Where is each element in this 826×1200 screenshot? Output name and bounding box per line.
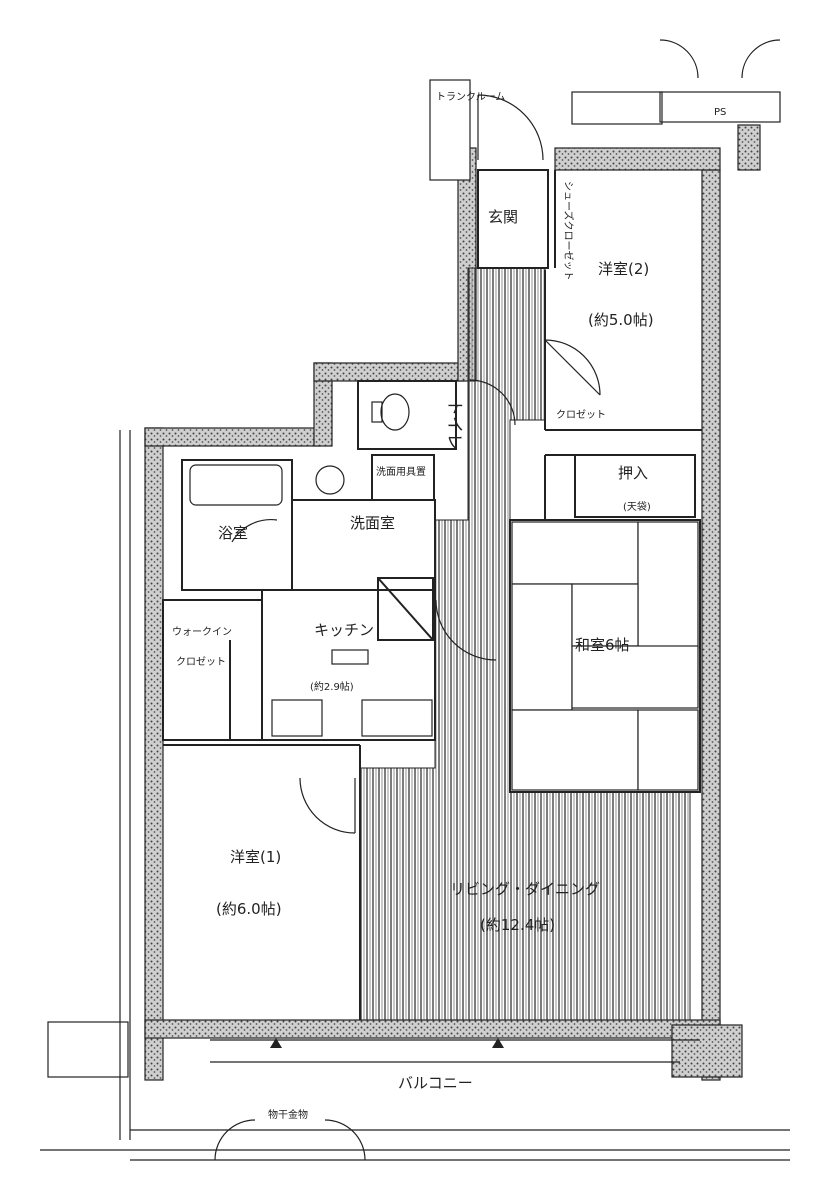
label-small-closet: クロゼット [556,409,606,421]
label-linen: 洗面用具置 [376,466,426,478]
label-western-1: 洋室(1) [230,848,281,866]
label-oshiire: 押入 [618,464,648,482]
fixtures [189,91,781,737]
interior-walls [162,169,702,1020]
label-closet: クロゼット [176,656,226,668]
label-trunk-room: トランクルーム [436,91,505,103]
label-ps: PS [714,107,726,118]
tatami-mats [511,521,699,791]
balcony-markers [270,1038,504,1048]
label-toilet: トイレ [444,399,464,450]
balcony [40,430,790,1161]
wood-flooring [359,267,691,1021]
label-kitchen-size: (約2.9帖) [310,680,354,693]
label-western-2: 洋室(2) [598,260,649,278]
label-washroom: 洗面室 [350,514,395,532]
label-utility: 物干金物 [268,1108,308,1121]
label-shoe-closet: シューズクローゼット [562,181,575,281]
label-living: リビング・ダイニング [450,880,600,898]
label-living-size: (約12.4帖) [480,916,555,934]
label-kitchen: キッチン [314,621,374,639]
label-entrance: 玄関 [488,208,518,226]
label-western-2-size: (約5.0帖) [588,311,654,329]
label-western-1-size: (約6.0帖) [216,900,282,918]
label-tenbukuro: (天袋) [623,500,651,513]
label-bath: 浴室 [218,524,248,542]
doors [214,39,781,1161]
label-walkin: ウォークイン [172,626,232,638]
label-japanese: 和室6帖 [575,636,630,654]
label-balcony: バルコニー [398,1074,473,1092]
